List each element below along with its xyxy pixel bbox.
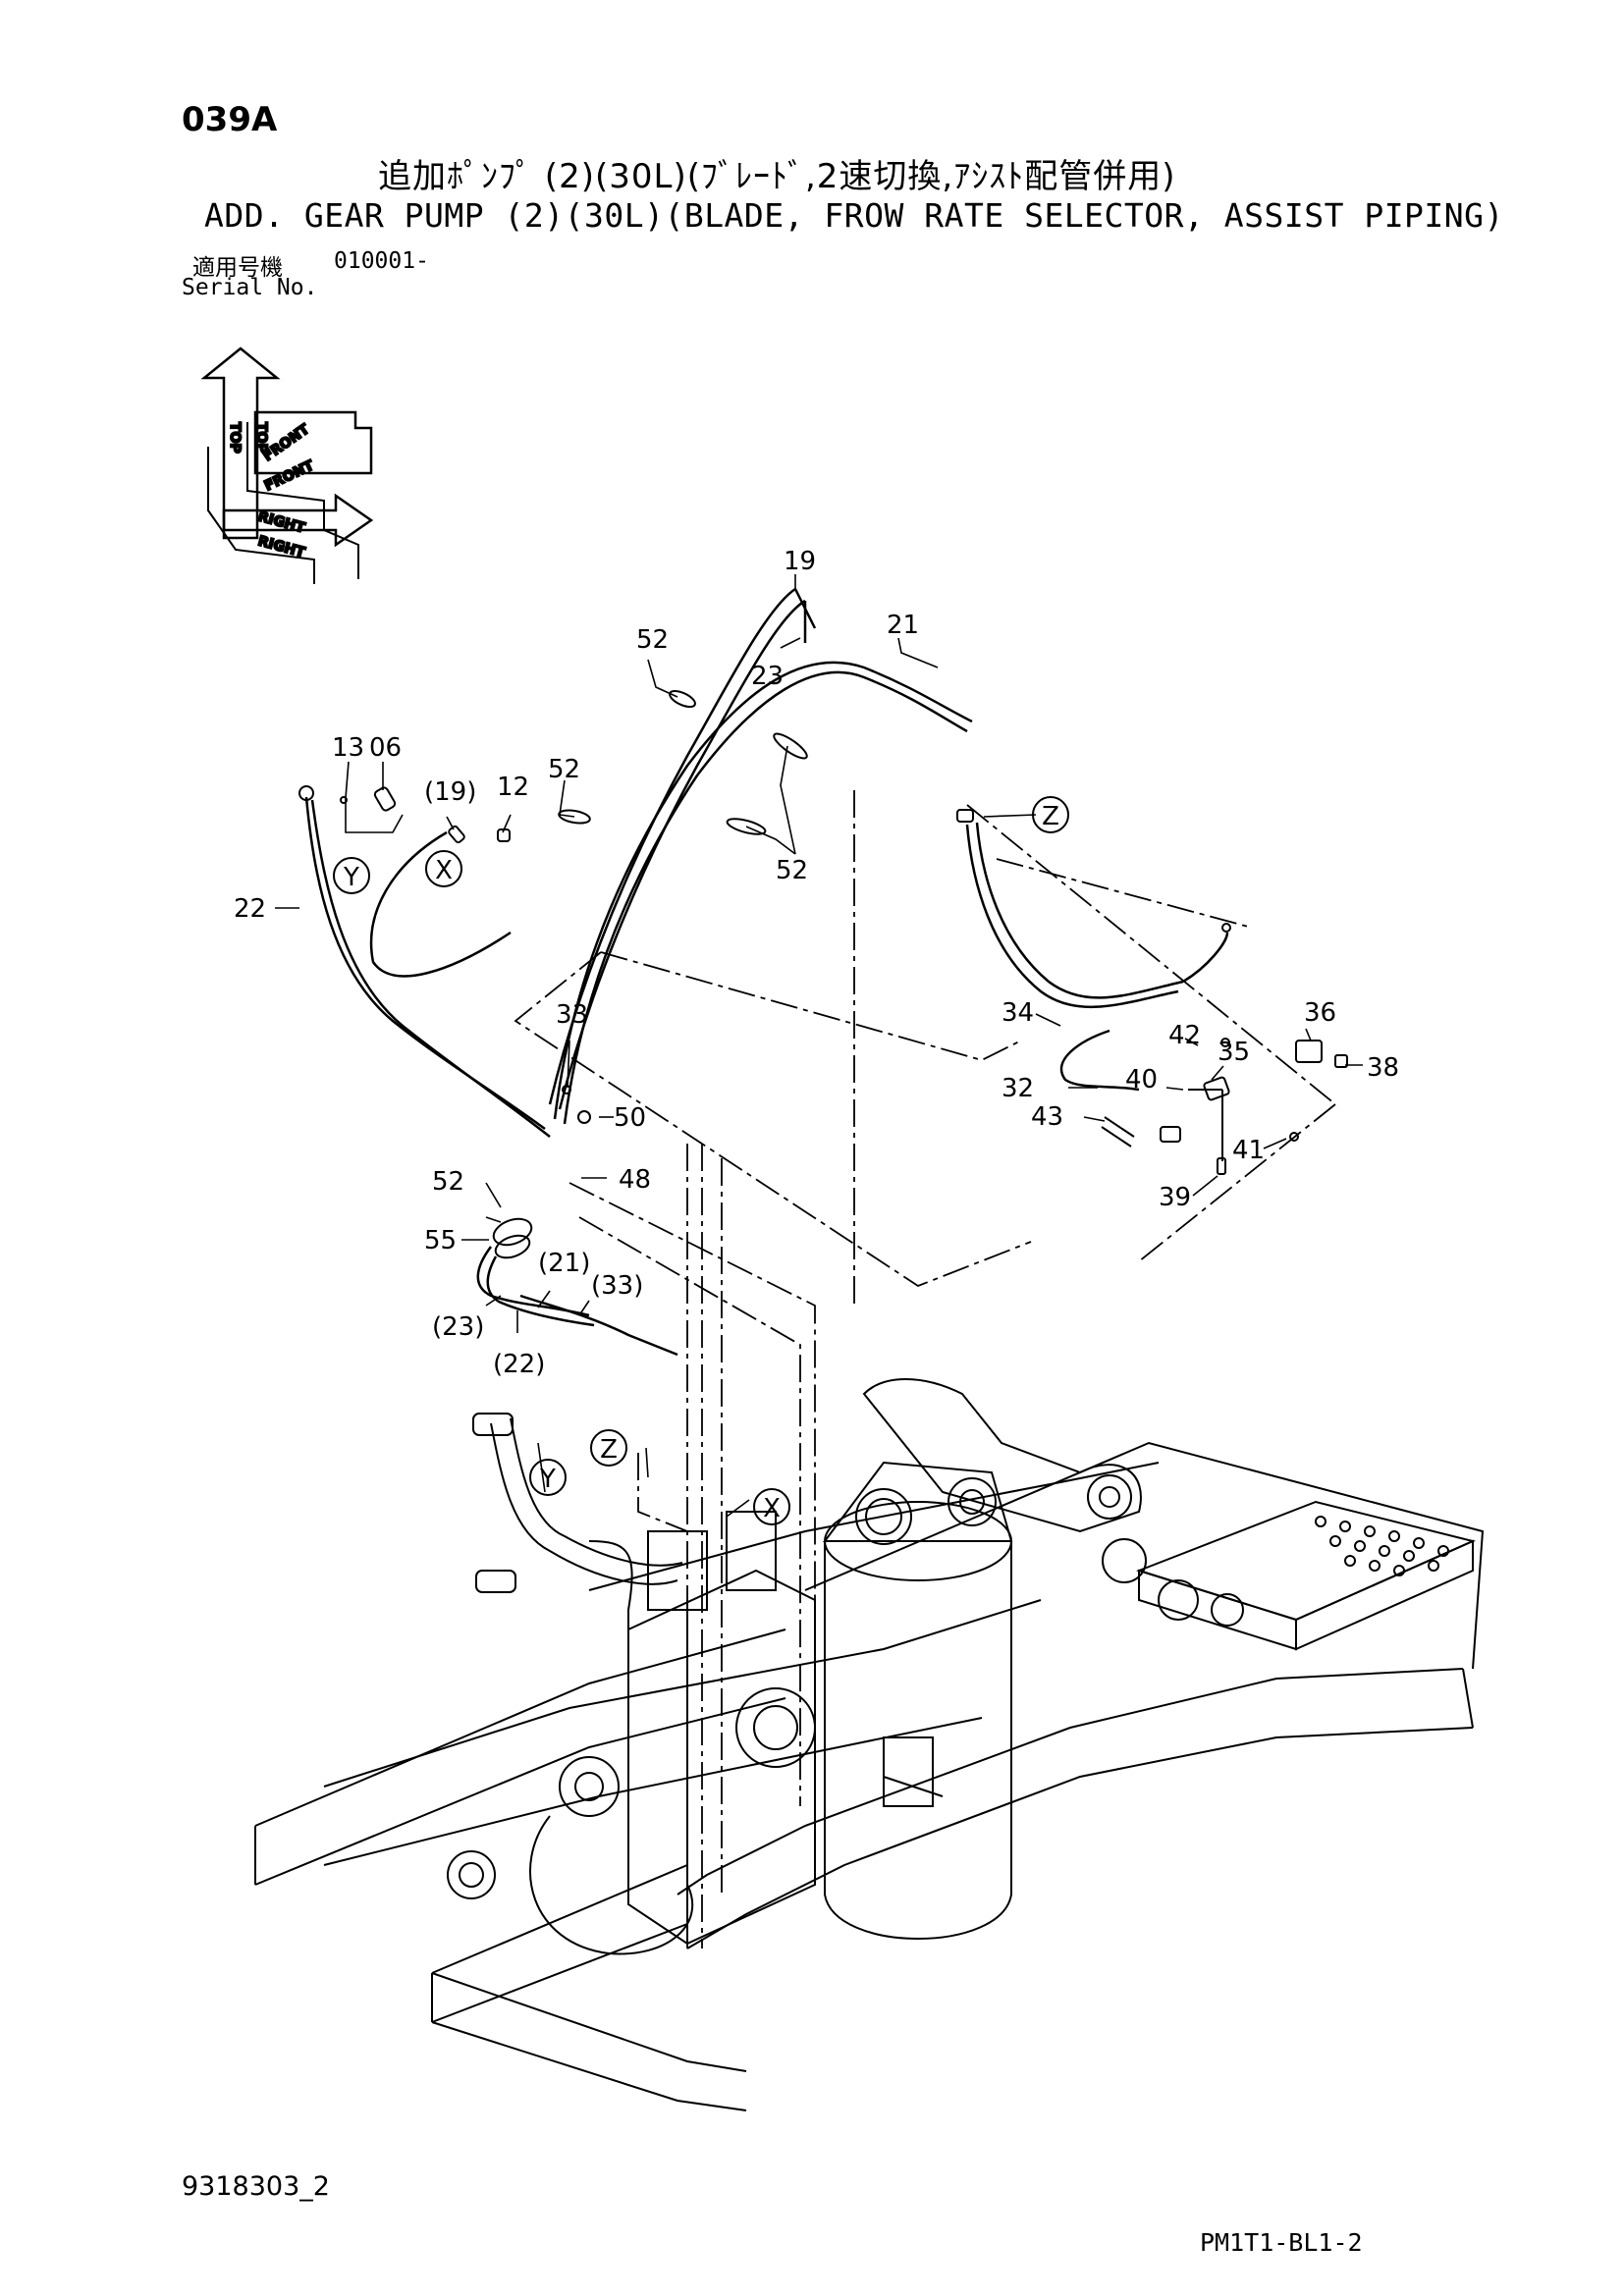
callout-19-paren: (19) — [424, 777, 476, 807]
serial-label-english: Serial No. — [182, 275, 318, 300]
callout-32: 32 — [1001, 1074, 1034, 1103]
page-code: 039A — [182, 100, 278, 139]
callout-12: 12 — [497, 773, 529, 802]
callout-52-c: 52 — [776, 856, 808, 885]
callout-33: 33 — [556, 1000, 588, 1030]
callout-48: 48 — [619, 1165, 651, 1195]
orientation-right-label-1: RIGHT — [256, 508, 307, 536]
title-english: ADD. GEAR PUMP (2)(30L)(BLADE, FROW RATE… — [204, 196, 1504, 235]
orientation-indicator: TOP TOP FRONT FRONT RIGHT RIGHT — [200, 347, 374, 584]
callout-50: 50 — [614, 1103, 646, 1133]
callout-36: 36 — [1304, 998, 1336, 1028]
callout-21: 21 — [887, 611, 919, 640]
orientation-top-label-1: TOP — [227, 422, 243, 454]
callout-19: 19 — [784, 547, 816, 576]
ref-x-bottom: X — [763, 1494, 781, 1523]
callout-40: 40 — [1125, 1065, 1158, 1095]
title-japanese: 追加ﾎﾟﾝﾌﾟ (2)(30L)(ﾌﾞﾚｰﾄﾞ,2速切換,ｱｼｽﾄ配管併用) — [378, 157, 1176, 196]
fittings — [298, 785, 1348, 1175]
ref-y-top: Y — [343, 863, 359, 892]
machine-chassis — [254, 1378, 1485, 2111]
orientation-top-label-2: TOP — [253, 422, 269, 454]
callout-06: 06 — [369, 733, 402, 763]
callout-52-d: 52 — [432, 1167, 464, 1197]
ref-x-top: X — [435, 856, 453, 885]
ref-z-bottom: Z — [600, 1435, 618, 1465]
callout-39: 39 — [1159, 1183, 1191, 1212]
callout-22-paren: (22) — [493, 1350, 545, 1379]
callout-33-paren: (33) — [591, 1271, 643, 1301]
callout-13: 13 — [332, 733, 364, 763]
callout-35: 35 — [1218, 1038, 1250, 1067]
ref-z-top: Z — [1042, 802, 1059, 831]
callout-38: 38 — [1367, 1053, 1399, 1083]
callout-42: 42 — [1168, 1021, 1201, 1050]
serial-value: 010001- — [334, 248, 429, 274]
page-reference: PM1T1-BL1-2 — [1200, 2228, 1363, 2257]
callout-23: 23 — [751, 662, 784, 691]
dashed-reference-lines — [514, 790, 1336, 1949]
reference-markers — [333, 796, 1069, 1525]
callout-55: 55 — [424, 1226, 457, 1255]
callout-21-paren: (21) — [538, 1249, 590, 1278]
serial-label-japanese: 適用号機 — [192, 255, 283, 281]
orientation-right-label-2: RIGHT — [256, 533, 307, 561]
callout-43: 43 — [1031, 1102, 1063, 1132]
callout-labels: 19 23 21 52 52 52 13 06 (19) 12 22 33 50… — [234, 547, 1399, 1379]
drawing-number: 9318303_2 — [182, 2171, 330, 2202]
callout-41: 41 — [1232, 1136, 1265, 1165]
callout-23-paren: (23) — [432, 1312, 484, 1342]
callout-34: 34 — [1001, 998, 1034, 1028]
callout-52-a: 52 — [636, 625, 669, 655]
ref-y-bottom: Y — [539, 1465, 556, 1494]
leader-lines — [275, 574, 1363, 1518]
callout-22: 22 — [234, 894, 266, 924]
callout-52-b: 52 — [548, 755, 580, 784]
hoses — [304, 587, 1229, 1357]
